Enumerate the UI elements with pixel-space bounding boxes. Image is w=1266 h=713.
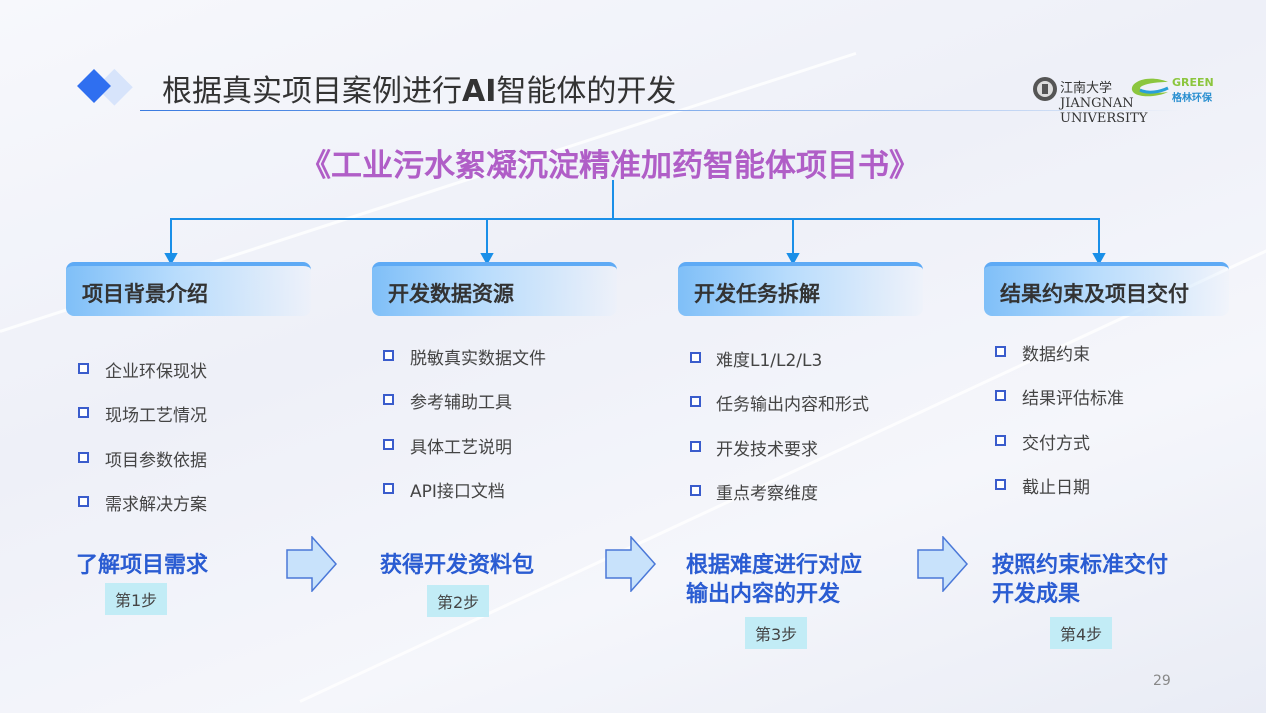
right-arrow-icon: [286, 536, 338, 592]
step-description: 根据难度进行对应输出内容的开发: [686, 553, 863, 607]
connector-line: [170, 218, 1100, 220]
list-item: 企业环保现状: [105, 362, 207, 382]
list-item: 重点考察维度: [716, 484, 818, 504]
step-badge: 第4步: [1050, 617, 1113, 649]
connector-line: [612, 180, 614, 219]
page-title: 根据真实项目案例进行AI智能体的开发: [162, 74, 677, 109]
column-header: 结果约束及项目交付: [1000, 282, 1189, 306]
project-book-title: 《工业污水絮凝沉淀精准加药智能体项目书》: [300, 148, 920, 184]
bullet-square-icon: [690, 441, 701, 452]
diamond-logo-icon: [77, 68, 133, 106]
bullet-square-icon: [995, 390, 1006, 401]
right-arrow-icon: [917, 536, 969, 592]
list-item: 任务输出内容和形式: [716, 395, 869, 415]
bullet-square-icon: [995, 479, 1006, 490]
column-header-background: 结果约束及项目交付: [984, 262, 1229, 316]
step-description: 获得开发资料包: [380, 553, 535, 578]
list-item: 结果评估标准: [1022, 389, 1124, 409]
list-item: 现场工艺情况: [105, 406, 207, 426]
step-badge: 第1步: [105, 583, 168, 615]
bullet-square-icon: [995, 346, 1006, 357]
bullet-square-icon: [383, 483, 394, 494]
right-arrow-icon: [605, 536, 657, 592]
step-badge: 第3步: [745, 617, 808, 649]
bullet-square-icon: [690, 396, 701, 407]
list-item: 项目参数依据: [105, 451, 207, 471]
step-description: 了解项目需求: [76, 553, 209, 578]
list-item: 截止日期: [1022, 478, 1090, 498]
jiangnan-university-logo: 江南大学 JIANGNAN UNIVERSITY: [1032, 75, 1147, 126]
bullet-square-icon: [78, 496, 89, 507]
column-header: 开发数据资源: [388, 282, 514, 306]
column-header: 开发任务拆解: [694, 282, 820, 306]
bullet-square-icon: [995, 435, 1006, 446]
bullet-square-icon: [690, 485, 701, 496]
step-description: 按照约束标准交付开发成果: [992, 553, 1169, 607]
step-badge: 第2步: [427, 585, 490, 617]
column-header-background: 开发数据资源: [372, 262, 617, 316]
list-item: 具体工艺说明: [410, 438, 512, 458]
bullet-square-icon: [690, 352, 701, 363]
green-environmental-logo: GREEN 格林环保: [1128, 76, 1228, 104]
column-header: 项目背景介绍: [82, 282, 208, 306]
bullet-square-icon: [78, 407, 89, 418]
green-swoosh-icon: [1131, 78, 1169, 97]
list-item: 开发技术要求: [716, 440, 818, 460]
university-seal-icon: [1033, 77, 1057, 101]
column-header-background: 项目背景介绍: [66, 262, 311, 316]
list-item: 需求解决方案: [105, 495, 207, 515]
list-item: 交付方式: [1022, 434, 1090, 454]
column-header-background: 开发任务拆解: [678, 262, 923, 316]
list-item: API接口文档: [410, 482, 505, 502]
page-number: 29: [1153, 673, 1171, 689]
title-underline: [140, 110, 1180, 111]
bullet-square-icon: [383, 394, 394, 405]
list-item: 难度L1/L2/L3: [716, 351, 823, 371]
bullet-square-icon: [383, 350, 394, 361]
bullet-square-icon: [78, 363, 89, 374]
list-item: 数据约束: [1022, 345, 1090, 365]
list-item: 参考辅助工具: [410, 393, 512, 413]
connector-arrows: [164, 218, 1106, 264]
bullet-square-icon: [383, 439, 394, 450]
list-item: 脱敏真实数据文件: [410, 349, 546, 369]
bullet-square-icon: [78, 452, 89, 463]
